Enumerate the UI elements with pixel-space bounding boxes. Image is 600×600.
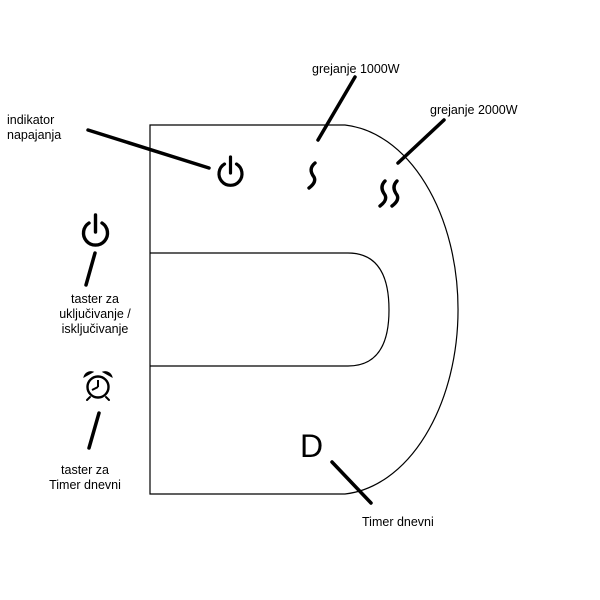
leader-power-indicator — [86, 128, 211, 170]
power-icon — [217, 155, 244, 187]
alarm-clock-icon — [83, 371, 113, 401]
leader-timer-button — [87, 411, 101, 450]
leader-heating-1000 — [316, 75, 357, 142]
leader-power-button — [84, 251, 97, 287]
panel-slot — [150, 252, 390, 367]
single-heat-wave-icon — [307, 161, 317, 190]
label-timer-daily: Timer dnevni — [362, 515, 434, 529]
label-power-button: taster za uključivanje / isključivanje — [59, 292, 131, 336]
power-button-icon — [81, 213, 110, 247]
panel-outline — [149, 124, 459, 495]
label-heating-2000w: grejanje 2000W — [430, 103, 518, 117]
label-heating-1000w: grejanje 1000W — [312, 62, 400, 76]
leader-timer-daily — [330, 460, 373, 505]
label-power-indicator: indikator napajanja — [7, 113, 62, 142]
timer-indicator-letter: D — [300, 428, 324, 464]
leader-heating-2000 — [396, 118, 446, 165]
double-heat-wave-icon — [378, 179, 400, 208]
label-timer-button: taster za Timer dnevni — [49, 463, 121, 492]
